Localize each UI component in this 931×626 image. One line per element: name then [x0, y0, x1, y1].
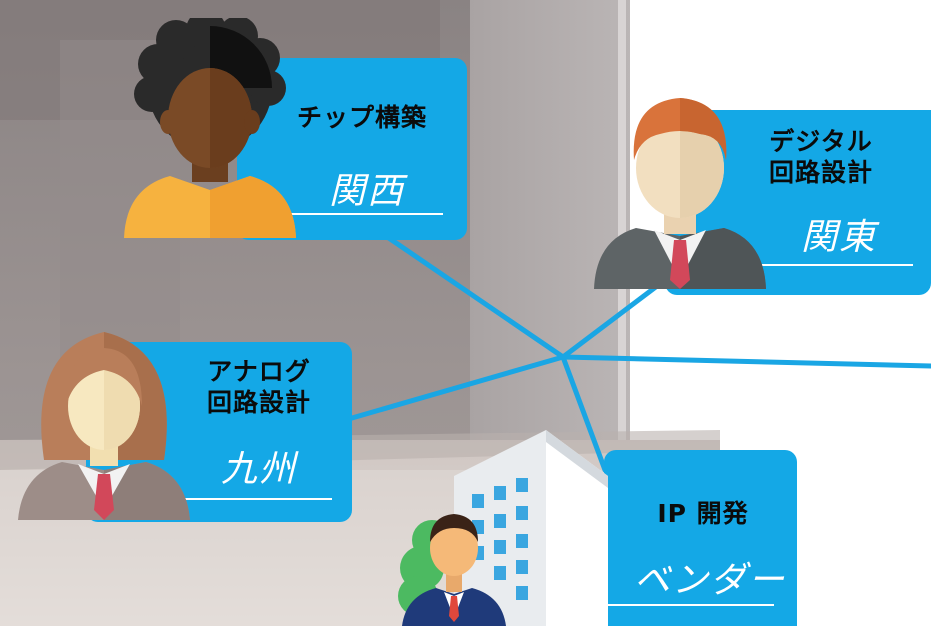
office-building-icon [398, 430, 608, 626]
region-label: 九州 [220, 449, 297, 490]
region-label: ベンダー [633, 560, 786, 601]
region-label: 関西 [328, 171, 405, 212]
person-avatar-businessman [594, 98, 766, 289]
region-label: 関東 [800, 217, 877, 258]
role-label: アナログ 回路設計 [206, 357, 311, 417]
region-underline [253, 213, 443, 215]
region-underline [144, 498, 332, 500]
role-label: チップ構築 [296, 103, 427, 132]
role-label: IP 開発 [657, 499, 749, 528]
role-label: デジタル 回路設計 [768, 127, 873, 187]
person-avatar-afro [124, 18, 296, 238]
person-avatar-woman [18, 332, 190, 520]
card-ip-development: IP 開発 ベンダー [582, 450, 797, 626]
region-underline [582, 604, 774, 606]
region-underline [723, 264, 913, 266]
